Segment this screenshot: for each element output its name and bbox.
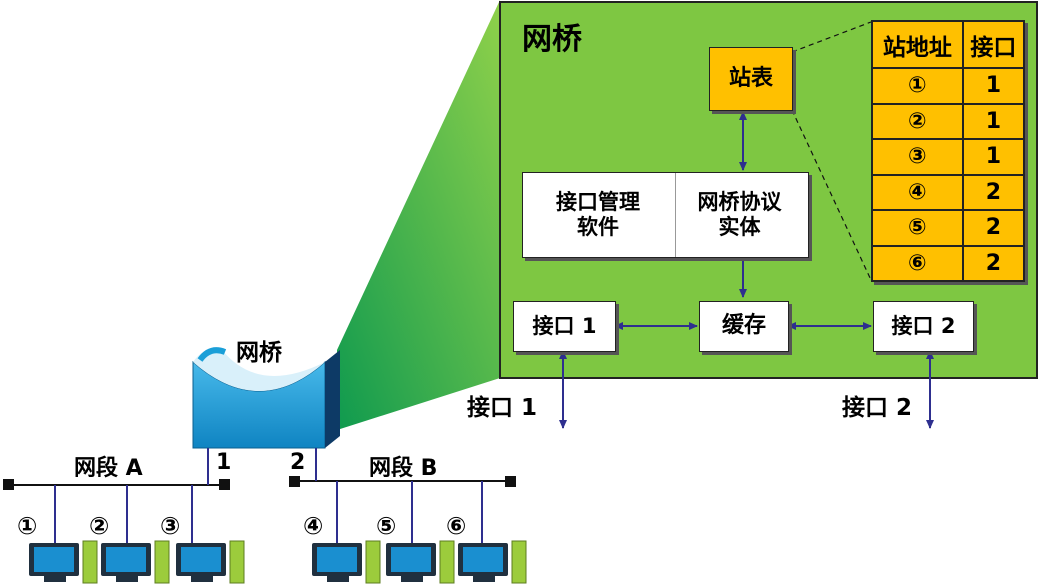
segment-b-label: 网段 B (369, 456, 438, 481)
table-header-row: 站地址 接口 (871, 19, 1026, 70)
mgmt-software: 接口管理 软件 (523, 190, 673, 240)
station-cell: ⑥ (871, 244, 964, 283)
station-table-box: 站表 (709, 47, 793, 111)
segment-a-port-label: 1 (216, 450, 232, 475)
mgmt-protocol-box: 接口管理 软件 网桥协议 实体 (522, 172, 809, 258)
segment-b-port-label: 2 (290, 450, 306, 475)
host-label-1: ① (17, 512, 38, 540)
interface1-box: 接口 1 (513, 301, 616, 352)
bridge-device-label: 网桥 (236, 340, 282, 366)
header-station: 站地址 (871, 19, 964, 70)
table-row: ② 1 (871, 102, 1026, 141)
table-row: ⑥ 2 (871, 244, 1026, 283)
station-address-table: 站地址 接口 ① 1 ② 1 ③ 1 ④ 2 ⑤ 2 ⑥ 2 (871, 19, 1026, 283)
station-cell: ④ (871, 173, 964, 212)
station-cell: ⑤ (871, 209, 964, 247)
mgmt-software-line2: 软件 (577, 215, 619, 239)
station-cell: ① (871, 67, 964, 105)
host-label-2: ② (89, 512, 110, 540)
bridge-device (192, 347, 340, 449)
port-cell: 1 (961, 102, 1026, 141)
dashed-link-bottom (791, 109, 872, 281)
station-cell: ③ (871, 138, 964, 176)
port-cell: 2 (961, 173, 1026, 212)
buffer-box: 缓存 (699, 301, 789, 352)
interface2-box: 接口 2 (873, 301, 974, 352)
external-interface2-label: 接口 2 (842, 395, 913, 421)
segment-a-bus (3, 448, 230, 545)
protocol-entity-line2: 实体 (718, 215, 761, 239)
host-label-4: ④ (303, 512, 324, 540)
bridge-panel-title: 网桥 (522, 22, 582, 57)
segment-a-label: 网段 A (74, 456, 143, 481)
computer-5 (386, 540, 455, 584)
table-row: ① 1 (871, 67, 1026, 105)
port-cell: 1 (961, 138, 1026, 176)
protocol-entity-line1: 网桥协议 (697, 189, 782, 214)
box-divider (675, 173, 676, 257)
mgmt-software-line1: 接口管理 (556, 189, 640, 214)
table-row: ④ 2 (871, 173, 1026, 212)
table-row: ③ 1 (871, 138, 1026, 176)
header-port: 接口 (961, 19, 1026, 70)
computer-1 (29, 540, 98, 584)
zoom-projection (337, 0, 500, 430)
host-label-5: ⑤ (376, 512, 397, 540)
computer-3 (176, 540, 245, 584)
segment-b-bus (289, 448, 516, 545)
port-cell: 1 (961, 67, 1026, 105)
computer-2 (101, 540, 170, 584)
host-label-6: ⑥ (446, 512, 467, 540)
port-cell: 2 (961, 244, 1026, 283)
computer-6 (458, 540, 527, 584)
external-interface1-label: 接口 1 (467, 395, 538, 421)
host-label-3: ③ (160, 512, 181, 540)
protocol-entity: 网桥协议 实体 (673, 190, 806, 240)
table-row: ⑤ 2 (871, 209, 1026, 247)
station-cell: ② (871, 102, 964, 141)
port-cell: 2 (961, 209, 1026, 247)
computer-4 (312, 540, 381, 584)
